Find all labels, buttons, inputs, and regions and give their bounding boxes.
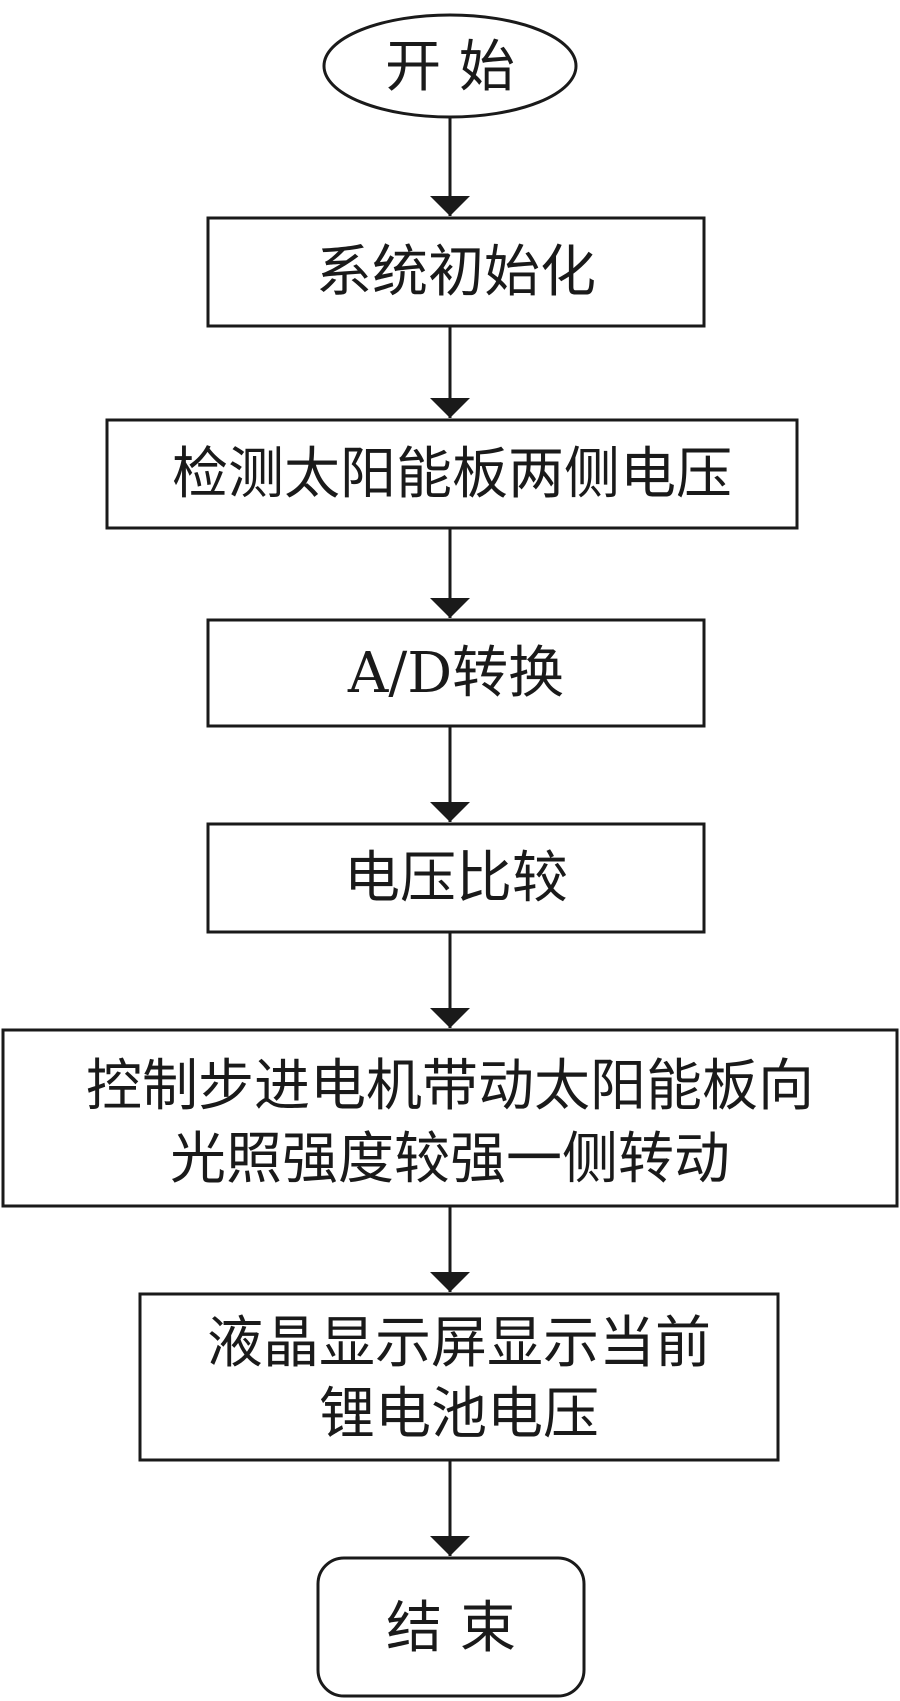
motor-label-line-1: 控制步进电机带动太阳能板向 xyxy=(86,1054,814,1119)
compare-label: 电压比较 xyxy=(344,846,568,911)
motor-label-line-2: 光照强度较强一侧转动 xyxy=(170,1127,730,1192)
detect-label: 检测太阳能板两侧电压 xyxy=(172,442,732,507)
adc-label: A/D转换 xyxy=(347,641,564,706)
end-node: 结 束 xyxy=(316,1556,586,1698)
detect-node: 检测太阳能板两侧电压 xyxy=(105,418,799,530)
lcd-label-line-2: 锂电池电压 xyxy=(319,1382,599,1447)
init-label: 系统初始化 xyxy=(316,240,596,305)
motor-node: 控制步进电机带动太阳能板向 光照强度较强一侧转动 xyxy=(1,1028,899,1208)
compare-node: 电压比较 xyxy=(206,822,706,934)
end-label: 结 束 xyxy=(386,1596,516,1661)
init-node: 系统初始化 xyxy=(206,216,706,328)
lcd-node: 液晶显示屏显示当前 锂电池电压 xyxy=(138,1292,780,1462)
adc-node: A/D转换 xyxy=(206,618,706,728)
start-node: 开 始 xyxy=(322,13,578,119)
start-label: 开 始 xyxy=(385,35,515,100)
lcd-label-line-1: 液晶显示屏显示当前 xyxy=(207,1311,711,1376)
